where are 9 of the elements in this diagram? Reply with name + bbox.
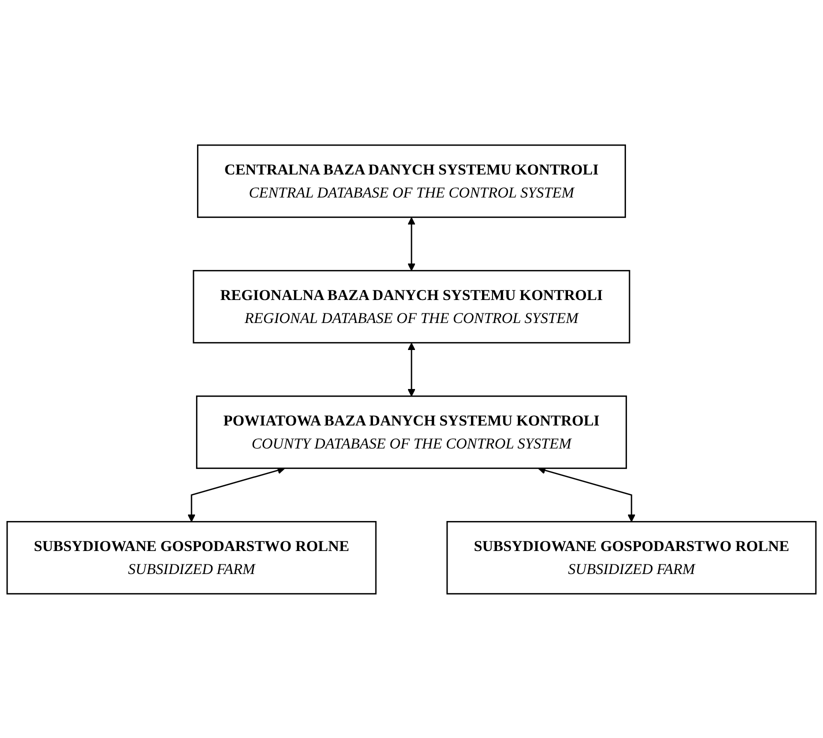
node-box: CENTRALNA BAZA DANYCH SYSTEMU KONTROLI CENTRAL DATABASE OF THE CONTROL SYSTEM — [197, 144, 626, 218]
node-box: SUBSYDIOWANE GOSPODARSTWO ROLNE SUBSIDIZED FARM — [6, 520, 377, 594]
arrow — [408, 342, 416, 396]
arrow — [538, 466, 636, 522]
node-box: SUBSYDIOWANE GOSPODARSTWO ROLNE SUBSIDIZED FARM — [446, 520, 817, 594]
node-box: REGIONALNA BAZA DANYCH SYSTEMU KONTROLI REGIONAL DATABASE OF THE CONTROL SYSTEM — [192, 270, 630, 343]
arrow — [408, 216, 416, 271]
node-box: POWIATOWA BAZA DANYCH SYSTEMU KONTROLI COUNTY DATABASE OF THE CONTROL SYSTEM — [196, 395, 627, 468]
arrow — [188, 466, 286, 522]
